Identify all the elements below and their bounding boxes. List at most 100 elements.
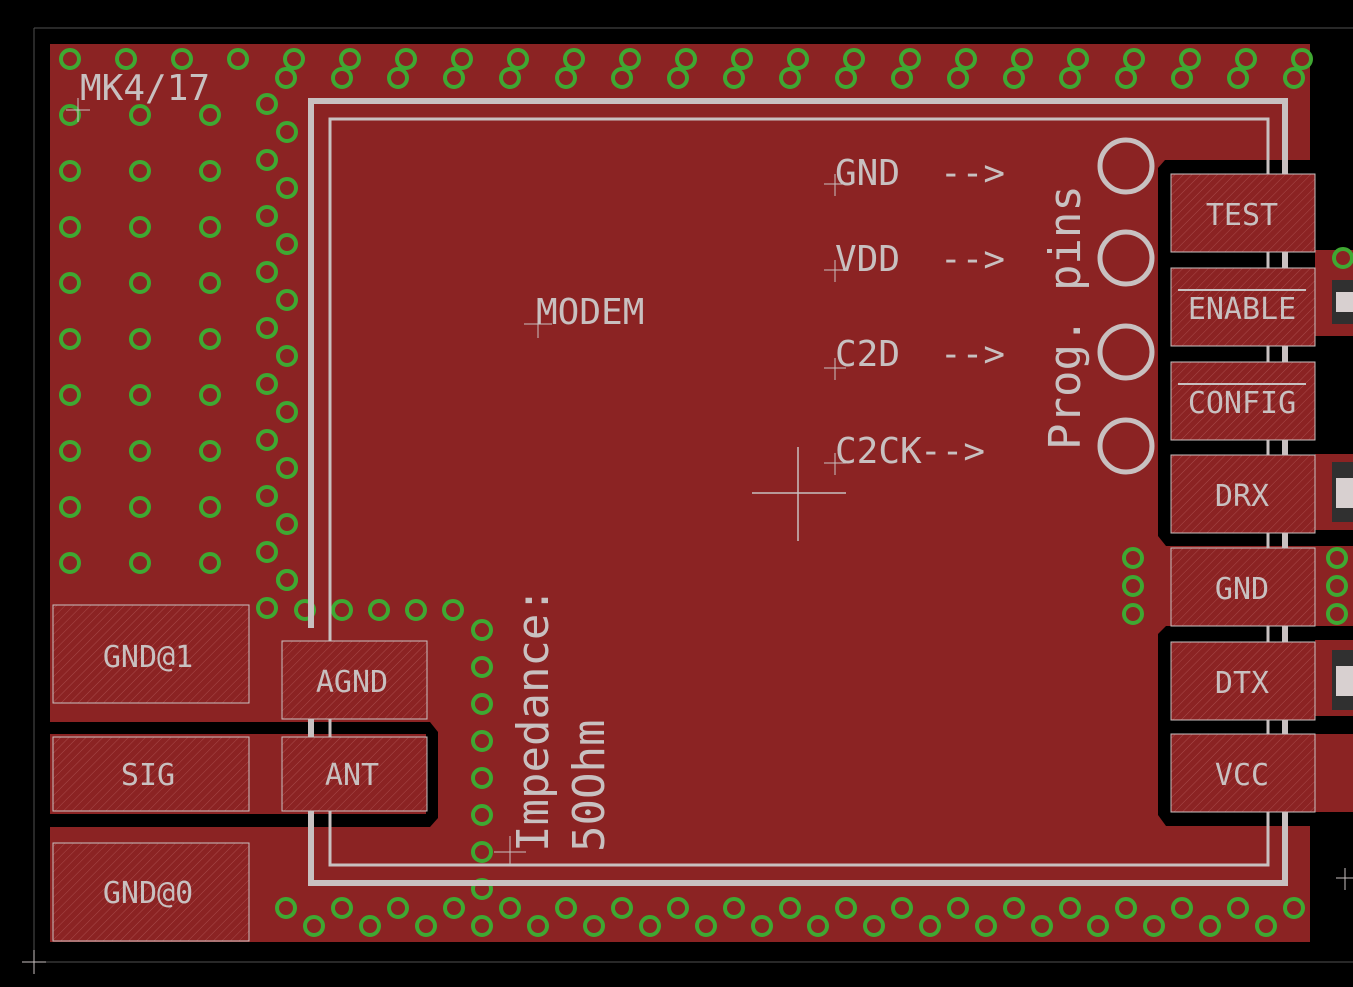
via [129, 328, 151, 350]
via [276, 569, 298, 591]
module-origin-mark [524, 312, 552, 338]
via [835, 67, 857, 89]
via [276, 513, 298, 535]
via [359, 915, 381, 937]
via [619, 48, 641, 70]
prog-pin-arrow-gnd: --> [940, 153, 1005, 194]
via [1179, 48, 1201, 70]
via [751, 915, 773, 937]
via [199, 328, 221, 350]
via [891, 897, 913, 919]
via [1326, 575, 1348, 597]
via [405, 599, 427, 621]
impedance-origin-mark [494, 836, 526, 866]
via [1115, 67, 1137, 89]
via [1326, 603, 1348, 625]
via [807, 915, 829, 937]
pad-test-label: TEST [1206, 198, 1278, 233]
via [1143, 915, 1165, 937]
via [1031, 915, 1053, 937]
prog-pad-vdd [1097, 229, 1155, 287]
pad-drx-label: DRX [1215, 479, 1269, 514]
via [276, 345, 298, 367]
pad-sig-label: SIG [121, 758, 175, 793]
prog-pin-label-gnd: GND [835, 153, 900, 194]
prog-pin-arrow-c2ck: --> [920, 431, 985, 472]
via [1171, 897, 1193, 919]
via [1122, 603, 1144, 625]
pad-sig [52, 736, 250, 812]
prog-pin-arrow-vdd: --> [940, 239, 1005, 280]
via [1011, 48, 1033, 70]
via [275, 897, 297, 919]
via [1171, 67, 1193, 89]
edge-mark [1336, 868, 1353, 890]
via [1199, 915, 1221, 937]
via [59, 48, 81, 70]
via [499, 67, 521, 89]
via [129, 496, 151, 518]
pad-drx [1170, 454, 1316, 534]
via [443, 67, 465, 89]
via [256, 261, 278, 283]
prog-pins-label: Prog. pins [1040, 185, 1091, 450]
via [256, 205, 278, 227]
via [471, 767, 493, 789]
via [611, 897, 633, 919]
revision-label: MK4/17 [80, 68, 210, 109]
via [227, 48, 249, 70]
via [387, 897, 409, 919]
via [256, 541, 278, 563]
pad-agnd [281, 640, 428, 720]
via [843, 48, 865, 70]
via [171, 48, 193, 70]
via [276, 177, 298, 199]
via [975, 915, 997, 937]
via [199, 216, 221, 238]
via [471, 656, 493, 678]
pad-enable [1170, 267, 1316, 347]
prog-pin-labels: GND --> VDD --> C2D --> C2CK --> [824, 153, 1005, 475]
via [59, 104, 81, 126]
via [199, 552, 221, 574]
via [59, 328, 81, 350]
via [667, 897, 689, 919]
via [129, 384, 151, 406]
via [919, 915, 941, 937]
pad-gnd1-label: GND@1 [103, 640, 193, 675]
via [1059, 67, 1081, 89]
via [471, 841, 493, 863]
via [129, 104, 151, 126]
via [275, 67, 297, 89]
prog-pin-label-c2ck: C2CK [835, 431, 922, 472]
via [115, 48, 137, 70]
via-array [59, 48, 1353, 937]
via [395, 48, 417, 70]
origin-mark [22, 950, 46, 974]
via [443, 897, 465, 919]
trace-right-4 [1315, 734, 1353, 812]
via [499, 897, 521, 919]
via [1227, 897, 1249, 919]
via [199, 440, 221, 462]
via [1123, 48, 1145, 70]
via [283, 48, 305, 70]
via [471, 730, 493, 752]
via [471, 804, 493, 826]
prog-pads [1097, 137, 1155, 475]
via [1122, 575, 1144, 597]
prog-pad-c2ck [1097, 417, 1155, 475]
via [256, 597, 278, 619]
revision-origin-mark [66, 98, 90, 122]
via [1003, 67, 1025, 89]
via [1059, 897, 1081, 919]
via [611, 67, 633, 89]
via [723, 897, 745, 919]
via [1122, 547, 1144, 569]
via [731, 48, 753, 70]
pad-gnd0 [52, 842, 250, 942]
via [129, 272, 151, 294]
via [199, 496, 221, 518]
prog-pad-gnd [1097, 137, 1155, 195]
